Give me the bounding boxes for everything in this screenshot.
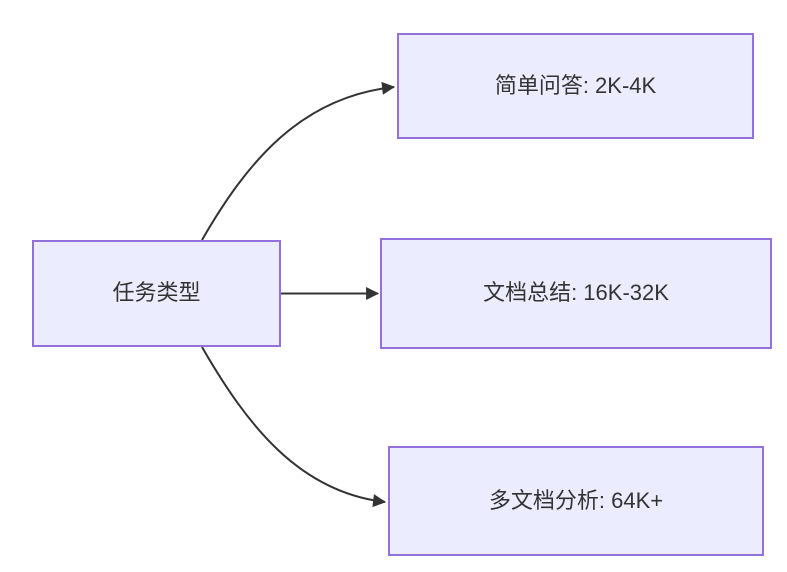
node-multi-doc-analysis: 多文档分析: 64K+ [388,446,764,556]
node-task-type-label: 任务类型 [112,280,201,306]
node-simple-qa: 简单问答: 2K-4K [397,33,754,139]
edge-root-to-multi-doc [201,346,387,508]
node-doc-summary-label: 文档总结: 16K-32K [483,280,669,306]
edge-root-to-simple-qa [201,81,396,241]
node-multi-doc-analysis-label: 多文档分析: 64K+ [488,487,664,513]
node-doc-summary: 文档总结: 16K-32K [380,238,772,349]
node-task-type: 任务类型 [32,240,281,347]
node-simple-qa-label: 简单问答: 2K-4K [494,72,657,98]
